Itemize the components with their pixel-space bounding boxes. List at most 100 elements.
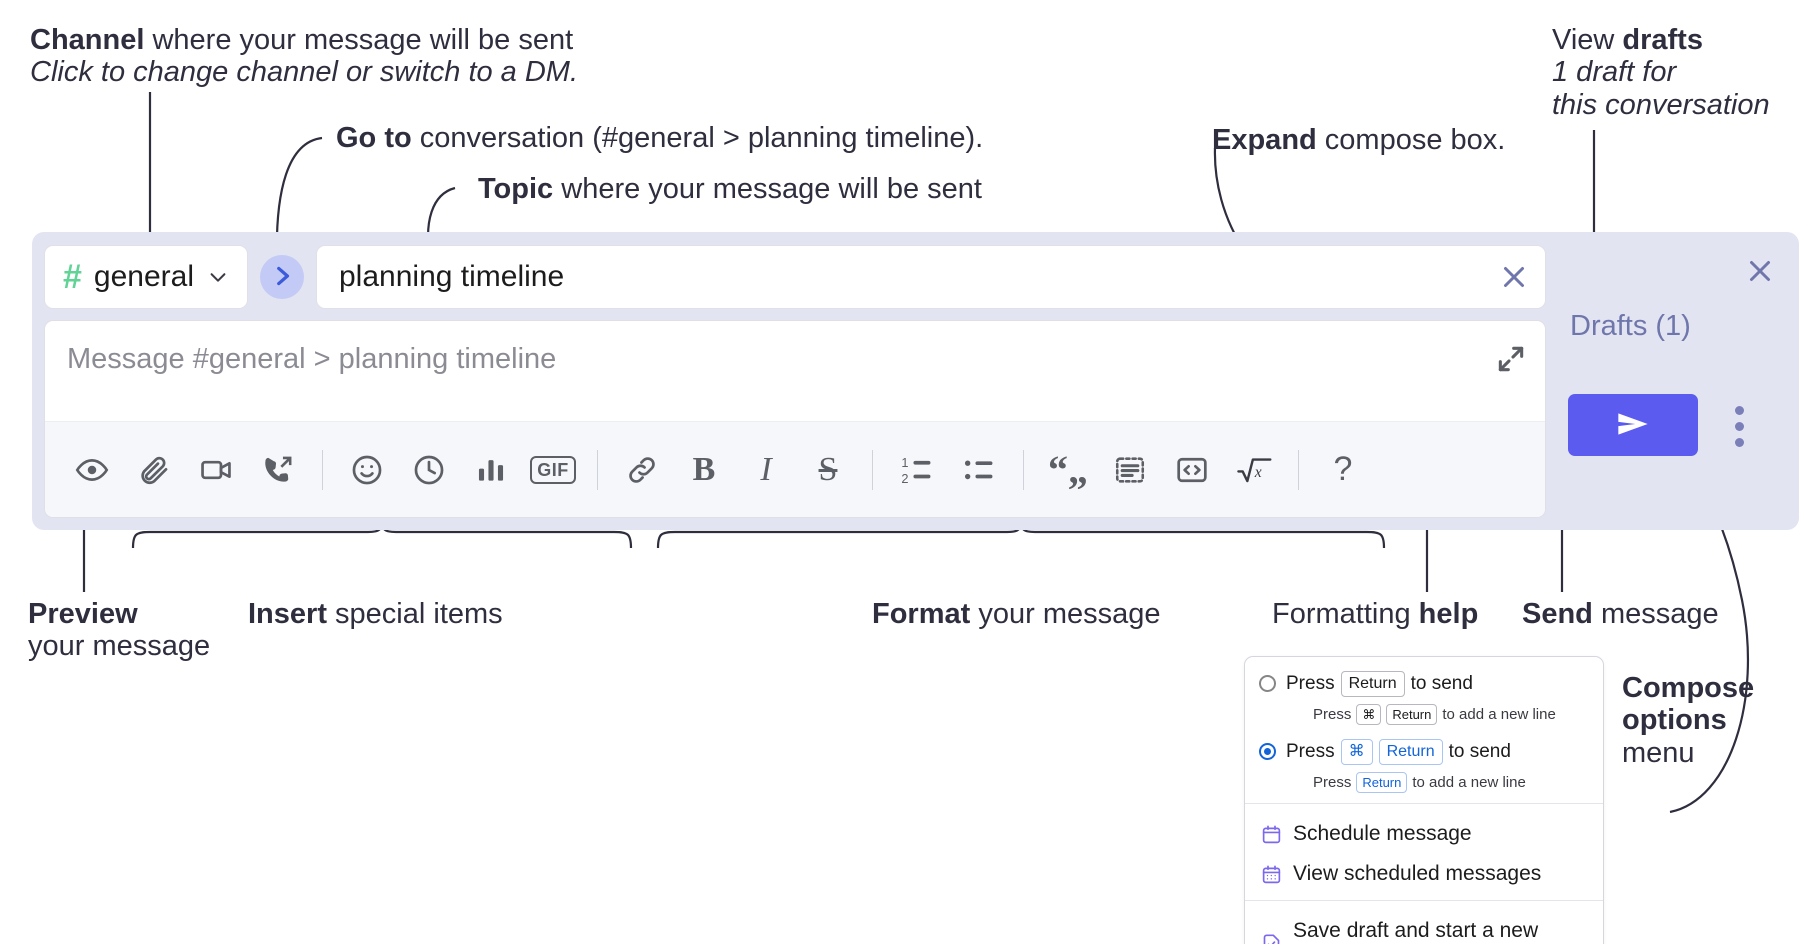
annotation-compose-options-2: options: [1622, 704, 1727, 737]
toolbar-separator: [597, 449, 598, 490]
close-icon[interactable]: [1497, 260, 1531, 294]
code-block-icon[interactable]: [1103, 443, 1157, 497]
help-icon[interactable]: ?: [1316, 443, 1370, 497]
code-snippet-icon[interactable]: [1165, 443, 1219, 497]
send-option-return-sub: Press ⌘ Return to add a new line: [1313, 703, 1589, 726]
toolbar-separator: [1023, 449, 1024, 490]
annotation-channel-italic: Click to change channel or switch to a D…: [30, 56, 579, 89]
channel-name-label: general: [93, 260, 194, 293]
help-label: ?: [1333, 450, 1353, 488]
press-label: Press: [1286, 672, 1335, 694]
send-option-return-line: Press Return to send: [1286, 671, 1589, 697]
save-draft-icon: [1261, 933, 1282, 944]
ordered-list-icon[interactable]: 1 2: [890, 443, 944, 497]
divider: [1245, 803, 1603, 805]
message-compose-box: # general planning timeline: [32, 232, 1799, 530]
schedule-group: Schedule message View scheduled messages: [1245, 804, 1603, 900]
message-input-box: Message #general > planning timeline: [44, 320, 1546, 518]
key-command: ⌘: [1356, 703, 1382, 726]
press-label: Press: [1313, 774, 1352, 791]
menu-item-view-scheduled-messages[interactable]: View scheduled messages: [1245, 854, 1603, 894]
bold-icon[interactable]: B: [677, 443, 731, 497]
menu-item-schedule-message[interactable]: Schedule message: [1245, 810, 1603, 854]
bold-label: B: [692, 450, 716, 488]
annotation-preview: Preview your message: [28, 598, 210, 663]
annotation-formatting-help: Formatting help: [1272, 598, 1478, 630]
send-button[interactable]: [1568, 394, 1698, 456]
annotation-topic-strong: Topic: [478, 173, 554, 205]
annotation-insert: Insert special items: [248, 598, 503, 630]
expand-compose-icon[interactable]: [1495, 343, 1527, 375]
annotation-topic-rest: where your message will be sent: [553, 173, 982, 205]
kebab-dot: [1734, 437, 1744, 447]
new-line-label: to add a new line: [1442, 705, 1556, 723]
annotation-drafts-italic-1: 1 draft for: [1552, 56, 1677, 89]
message-text-area[interactable]: Message #general > planning timeline: [45, 321, 1545, 421]
annotation-format: Format your message: [872, 598, 1161, 630]
poll-icon[interactable]: [464, 443, 518, 497]
radio-button[interactable]: [1259, 675, 1276, 692]
blockquote-icon[interactable]: “„: [1041, 443, 1095, 497]
annotation-expand-strong: Expand: [1212, 124, 1317, 156]
radio-button-selected[interactable]: [1259, 743, 1276, 761]
clock-icon[interactable]: [402, 443, 456, 497]
draft-group: Save draft and start a new message: [1245, 901, 1603, 944]
preview-icon[interactable]: [65, 443, 119, 497]
annotation-compose-options-3: menu: [1622, 736, 1695, 769]
drafts-link[interactable]: Drafts (1): [1570, 310, 1691, 342]
math-icon[interactable]: x: [1227, 443, 1281, 497]
topic-input[interactable]: planning timeline: [339, 260, 565, 293]
channel-selector[interactable]: # general: [44, 245, 248, 309]
toolbar-separator: [1298, 449, 1299, 490]
menu-item-label: Save draft and start a new message: [1293, 919, 1539, 944]
annotation-drafts-strong: drafts: [1622, 24, 1703, 56]
gif-icon[interactable]: GIF: [526, 443, 580, 497]
link-icon[interactable]: [615, 443, 669, 497]
video-clip-icon[interactable]: [189, 443, 243, 497]
compose-main-column: # general planning timeline: [44, 244, 1546, 518]
strikethrough-icon[interactable]: S: [801, 443, 855, 497]
toolbar-separator: [872, 449, 873, 490]
send-option-cmd-return[interactable]: Press ⌘ Return to send Press Return to a…: [1259, 739, 1589, 794]
italic-icon[interactable]: I: [739, 443, 793, 497]
annotation-channel-rest: where your message will be sent: [144, 24, 574, 56]
annotation-preview-strong: Preview: [28, 598, 138, 630]
annotation-compose-options-1: Compose: [1622, 672, 1755, 704]
annotation-goto: Go to conversation (#general > planning …: [336, 122, 983, 154]
annotation-send: Send message: [1522, 598, 1719, 630]
annotation-channel: Channel where your message will be sent …: [30, 24, 578, 89]
annotation-insert-strong: Insert: [248, 598, 327, 630]
chevron-down-icon: [207, 266, 229, 288]
send-option-return[interactable]: Press Return to send Press ⌘ Return to a…: [1259, 671, 1589, 726]
press-label: Press: [1313, 705, 1352, 723]
annotation-drafts-lead: View: [1552, 24, 1623, 56]
bulleted-list-icon[interactable]: [952, 443, 1006, 497]
menu-item-save-draft[interactable]: Save draft and start a new message: [1245, 907, 1603, 944]
emoji-icon[interactable]: [340, 443, 394, 497]
annotation-drafts: View drafts 1 draft for this conversatio…: [1552, 24, 1770, 121]
topic-input-wrapper[interactable]: planning timeline: [316, 245, 1546, 309]
go-to-conversation-button[interactable]: [260, 255, 304, 299]
audio-clip-icon[interactable]: [251, 443, 305, 497]
strikethrough-label: S: [818, 450, 838, 488]
annotation-send-rest: message: [1592, 598, 1719, 630]
key-return: Return: [1356, 771, 1408, 794]
menu-item-label: View scheduled messages: [1293, 862, 1542, 886]
annotation-compose-options: Compose options menu: [1622, 672, 1754, 769]
close-compose-icon[interactable]: [1743, 254, 1777, 288]
annotation-formatting-help-strong: help: [1418, 598, 1479, 630]
italic-label: I: [760, 450, 772, 488]
message-placeholder: Message #general > planning timeline: [67, 343, 557, 375]
attachment-icon[interactable]: [127, 443, 181, 497]
formatting-toolbar: GIF B I S: [45, 421, 1545, 517]
key-return: Return: [1386, 703, 1438, 726]
chevron-right-icon: [269, 263, 295, 292]
calendar-grid-icon: [1261, 864, 1282, 885]
compose-right-column: Drafts (1): [1546, 232, 1799, 530]
svg-text:2: 2: [901, 470, 908, 485]
new-line-label: to add a new line: [1412, 774, 1526, 791]
hash-icon: #: [63, 258, 82, 296]
compose-options-menu-button[interactable]: [1726, 398, 1752, 454]
menu-item-label: Schedule message: [1293, 822, 1472, 846]
